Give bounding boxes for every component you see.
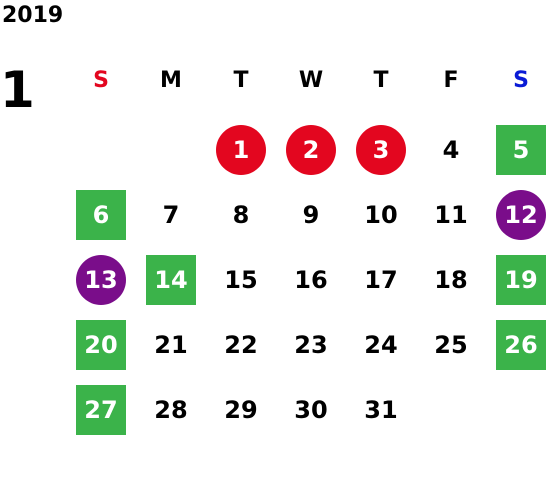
day-cell: 21 [154, 331, 188, 359]
day-cell: 9 [302, 201, 320, 229]
day-cell: 29 [224, 396, 258, 424]
day-cell: 14 [146, 255, 196, 305]
day-cell: 4 [442, 136, 460, 164]
day-cell: 30 [294, 396, 328, 424]
day-cell: 27 [76, 385, 126, 435]
weekday-header: S [93, 68, 109, 93]
weekday-header: T [373, 68, 389, 93]
day-cell: 28 [154, 396, 188, 424]
month-number: 1 [0, 61, 35, 119]
day-cell: 22 [224, 331, 258, 359]
day-cell: 6 [76, 190, 126, 240]
day-cell: 31 [364, 396, 398, 424]
weekday-header: F [443, 68, 459, 93]
day-cell: 10 [364, 201, 398, 229]
day-cell: 18 [434, 266, 468, 294]
day-cell: 3 [356, 125, 406, 175]
year-label: 2019 [2, 3, 64, 28]
weekday-header: W [298, 68, 324, 93]
day-cell: 1 [216, 125, 266, 175]
day-cell: 7 [162, 201, 180, 229]
day-cell: 23 [294, 331, 328, 359]
day-cell: 19 [496, 255, 546, 305]
weekday-header: T [233, 68, 249, 93]
day-cell: 16 [294, 266, 328, 294]
day-cell: 5 [496, 125, 546, 175]
day-cell: 24 [364, 331, 398, 359]
day-cell: 25 [434, 331, 468, 359]
day-cell: 13 [76, 255, 126, 305]
day-cell: 20 [76, 320, 126, 370]
day-cell: 8 [232, 201, 250, 229]
day-cell: 12 [496, 190, 546, 240]
weekday-header: M [160, 68, 182, 93]
weekday-header: S [513, 68, 529, 93]
day-cell: 11 [434, 201, 468, 229]
day-cell: 2 [286, 125, 336, 175]
day-cell: 15 [224, 266, 258, 294]
day-cell: 26 [496, 320, 546, 370]
day-cell: 17 [364, 266, 398, 294]
